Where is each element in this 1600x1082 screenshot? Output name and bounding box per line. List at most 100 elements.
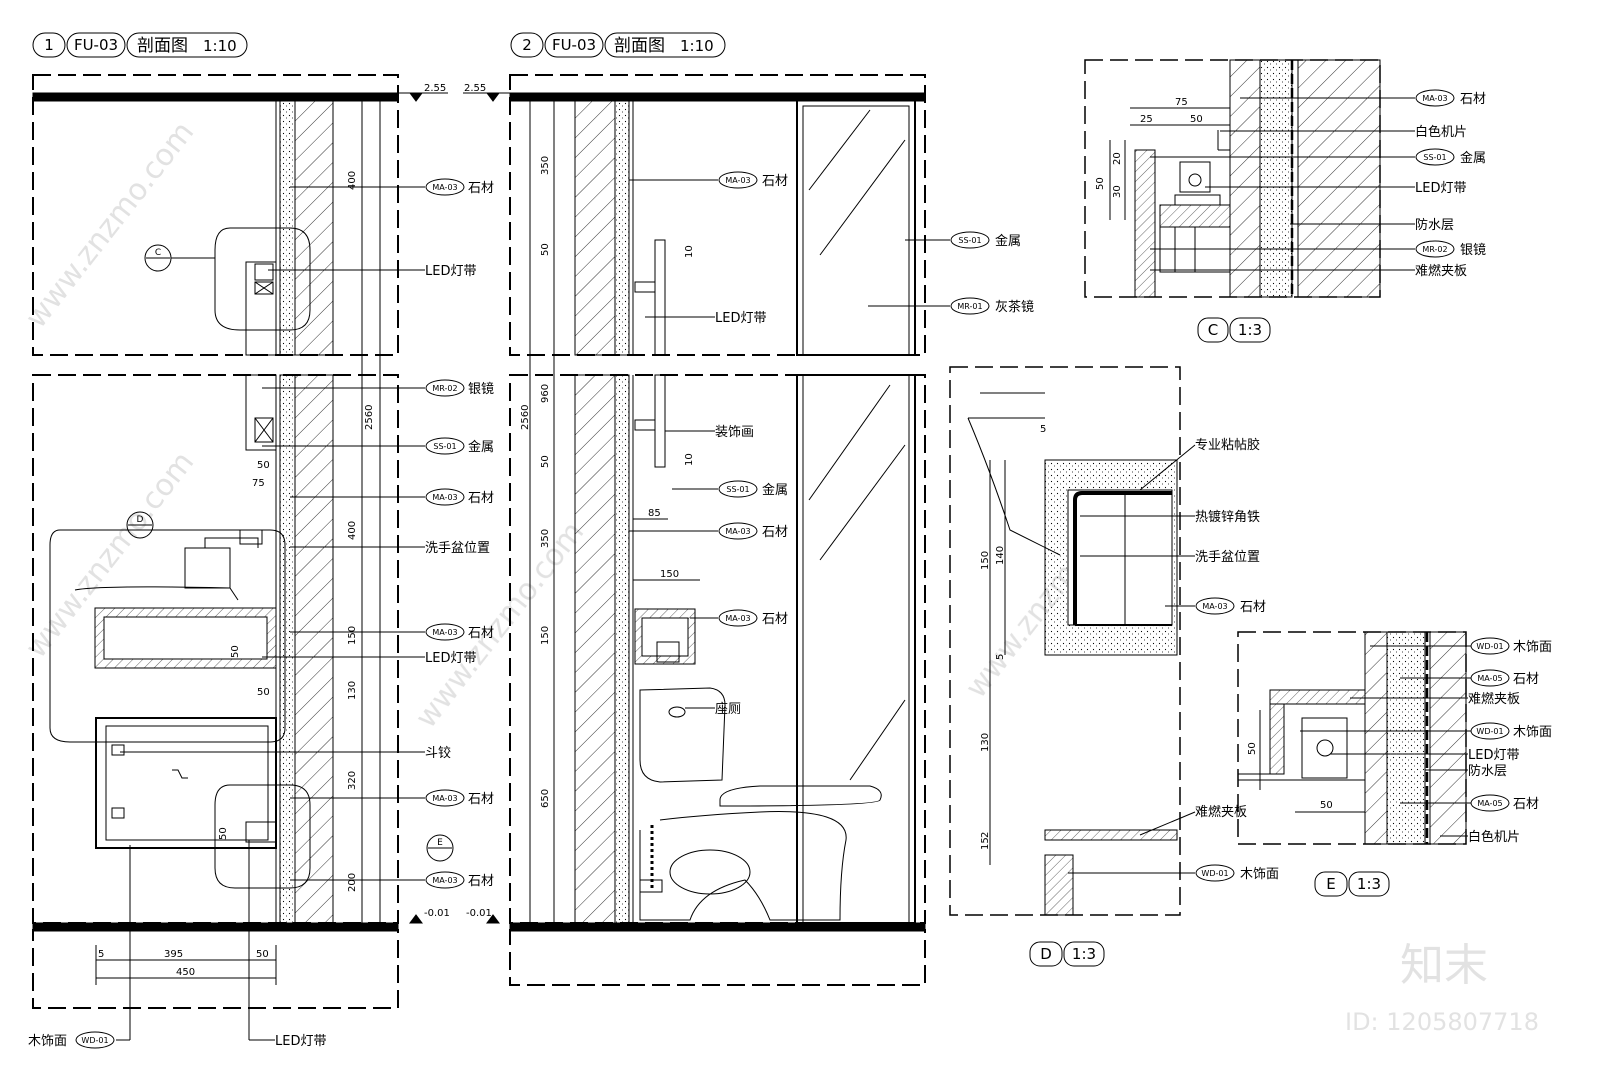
s2-label-ss01-a: SS-01 金属: [905, 231, 1021, 249]
svg-text:MA-03: MA-03: [725, 176, 750, 185]
s1-dim-50e: 50: [256, 949, 269, 960]
s1-label-ma03-c: MA-03 石材: [290, 623, 494, 641]
s2-dim-350b: 350: [540, 529, 551, 548]
callout-e-letter: E: [437, 838, 443, 848]
svg-text:75: 75: [1175, 97, 1188, 108]
s1-dim-5: 5: [98, 949, 104, 960]
svg-text:140: 140: [995, 546, 1006, 565]
svg-text:SS-01: SS-01: [726, 485, 749, 494]
c-label-led: LED灯带: [1205, 181, 1466, 196]
svg-text:MA-03: MA-03: [432, 794, 457, 803]
section-2-annotations: 2.55 -0.01 350 50 10 960 2560 50 10 85 3…: [464, 83, 1034, 919]
svg-text:石材: 石材: [762, 525, 788, 540]
s1-label-ma03-b: MA-03 石材: [290, 488, 494, 506]
svg-text:石材: 石材: [1513, 672, 1539, 687]
section-2-code: FU-03: [552, 36, 596, 54]
svg-text:WD-01: WD-01: [81, 1036, 108, 1045]
c-label-ss01: SS-01 金属: [1150, 148, 1486, 166]
svg-text:25: 25: [1140, 114, 1153, 125]
svg-text:50: 50: [1247, 742, 1258, 755]
e-label-board: 难燃夹板: [1350, 691, 1520, 707]
svg-text:MR-01: MR-01: [957, 302, 982, 311]
svg-text:白色机片: 白色机片: [1468, 829, 1520, 845]
s1-dim-400a: 400: [347, 171, 358, 190]
svg-text:MA-03: MA-03: [725, 614, 750, 623]
s2-dim-150b: 150: [540, 626, 551, 645]
svg-text:SS-01: SS-01: [958, 236, 981, 245]
detail-d-drawing: [949, 366, 1181, 916]
section-1-number: 1: [44, 36, 54, 54]
svg-text:50: 50: [1095, 177, 1106, 190]
svg-text:热镀锌角铁: 热镀锌角铁: [1195, 509, 1260, 525]
s2-label-ss01-b: SS-01 金属: [672, 480, 788, 498]
watermark-id: ID: 1205807718: [1345, 1008, 1539, 1036]
s2-level-bottom: -0.01: [466, 908, 492, 919]
svg-text:金属: 金属: [1460, 150, 1486, 166]
detail-c-title: C 1:3: [1197, 317, 1271, 343]
s2-dim-10a: 10: [684, 245, 695, 258]
svg-text:MA-03: MA-03: [432, 876, 457, 885]
svg-text:木饰面: 木饰面: [28, 1034, 67, 1049]
s1-dim-320: 320: [347, 771, 358, 790]
svg-text:LED灯带: LED灯带: [425, 264, 476, 279]
svg-text:MR-02: MR-02: [1422, 245, 1447, 254]
detail-e-drawing: [1237, 631, 1467, 845]
svg-text:座厕: 座厕: [715, 702, 741, 717]
s2-dim-350a: 350: [540, 156, 551, 175]
s1-dim-400b: 400: [347, 521, 358, 540]
s2-dim-50a: 50: [540, 243, 551, 256]
svg-text:防水层: 防水层: [1415, 217, 1454, 233]
s1-dim-50b: 50: [230, 645, 241, 658]
s2-dim-2560: 2560: [520, 405, 531, 430]
d-label-glue: 专业粘帖胶: [1139, 437, 1260, 491]
svg-text:MA-05: MA-05: [1477, 674, 1502, 683]
svg-text:LED灯带: LED灯带: [1415, 181, 1466, 196]
s1-dim-395: 395: [164, 949, 183, 960]
section-2-scale: 1:10: [680, 37, 714, 55]
svg-text:难燃夹板: 难燃夹板: [1195, 804, 1247, 820]
c-label-white: 白色机片: [1220, 124, 1467, 140]
s1-label-ma03-e: MA-03 石材: [290, 871, 494, 889]
s1-dim-50c: 50: [257, 687, 270, 698]
svg-text:木饰面: 木饰面: [1513, 725, 1552, 740]
s1-dim-50d: 50: [218, 827, 229, 840]
svg-text:150: 150: [980, 551, 991, 570]
svg-text:银镜: 银镜: [468, 382, 494, 397]
svg-text:装饰画: 装饰画: [715, 425, 754, 440]
d-label-ma03: MA-03 石材: [1165, 597, 1266, 615]
s2-label-mr01: MR-01 灰茶镜: [868, 297, 1034, 315]
e-label-ma05-b: MA-05 石材: [1400, 794, 1539, 812]
svg-text:1:3: 1:3: [1238, 321, 1262, 339]
callout-c-letter: C: [155, 248, 161, 258]
s1-label-led-c: LED灯带: [249, 1034, 326, 1049]
s1-label-basin: 洗手盆位置: [290, 541, 490, 556]
svg-text:木饰面: 木饰面: [1240, 867, 1279, 882]
svg-text:金属: 金属: [995, 233, 1021, 249]
c-label-ma03: MA-03 石材: [1240, 89, 1486, 107]
e-label-water: 防水层: [1425, 763, 1507, 779]
svg-text:MA-03: MA-03: [432, 183, 457, 192]
svg-text:1:3: 1:3: [1357, 875, 1381, 893]
svg-text:LED灯带: LED灯带: [275, 1034, 326, 1049]
svg-text:难燃夹板: 难燃夹板: [1468, 691, 1520, 707]
s1-label-ma03-a: MA-03 石材: [290, 178, 494, 196]
svg-text:E: E: [1326, 875, 1335, 893]
svg-text:50: 50: [1320, 800, 1333, 811]
svg-text:2: 2: [980, 832, 991, 838]
s2-dim-150a: 150: [660, 569, 679, 580]
s2-label-ma03-b: MA-03 石材: [629, 522, 788, 540]
svg-text:木饰面: 木饰面: [1513, 640, 1552, 655]
svg-text:WD-01: WD-01: [1476, 642, 1503, 651]
svg-text:石材: 石材: [468, 181, 494, 196]
e-label-white: 白色机片: [1440, 829, 1520, 845]
svg-text:石材: 石材: [762, 174, 788, 189]
svg-text:石材: 石材: [1240, 600, 1266, 615]
svg-text:LED灯带: LED灯带: [425, 651, 476, 666]
s2-label-deco: 装饰画: [665, 425, 754, 440]
s2-label-toilet: 座厕: [685, 702, 741, 717]
section-1-code: FU-03: [74, 36, 118, 54]
d-label-basin: 洗手盆位置: [1080, 550, 1260, 565]
s1-label-ss01: SS-01 金属: [262, 437, 494, 455]
svg-text:WD-01: WD-01: [1476, 727, 1503, 736]
